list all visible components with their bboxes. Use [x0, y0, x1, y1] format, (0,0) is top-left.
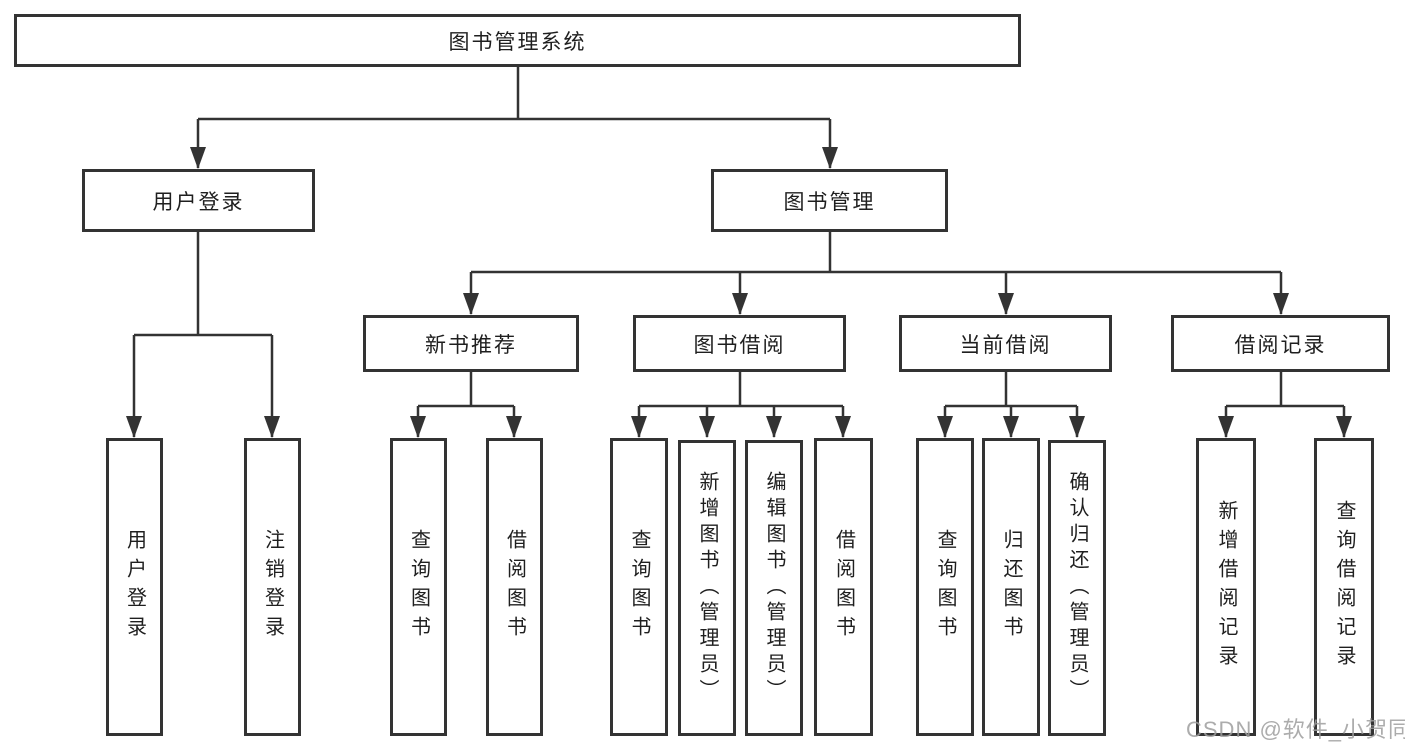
leaf-records-add-label: 新增借阅记录	[1215, 500, 1237, 674]
node-current-borrow: 当前借阅	[899, 315, 1112, 372]
leaf-current-confirm-admin-label: 确认归还（管理员）	[1066, 471, 1088, 705]
leaf-borrow-edit-admin-label: 编辑图书（管理员）	[763, 471, 785, 705]
node-borrow-records: 借阅记录	[1171, 315, 1390, 372]
leaf-current-query: 查询图书	[916, 438, 974, 736]
node-root-library-system: 图书管理系统	[14, 14, 1021, 67]
leaf-logout-label: 注销登录	[261, 529, 284, 645]
node-current-borrow-label: 当前借阅	[959, 333, 1052, 357]
node-book-borrow: 图书借阅	[633, 315, 846, 372]
node-book-management-label: 图书管理	[783, 190, 876, 214]
node-borrow-records-label: 借阅记录	[1234, 333, 1327, 357]
node-user-login: 用户登录	[82, 169, 315, 232]
leaf-borrow-edit-admin: 编辑图书（管理员）	[745, 440, 803, 736]
leaf-current-return-label: 归还图书	[1000, 529, 1022, 645]
node-new-book-recommend: 新书推荐	[363, 315, 579, 372]
csdn-watermark: CSDN @软件_小贺同学	[1186, 717, 1405, 742]
leaf-current-query-label: 查询图书	[934, 529, 956, 645]
leaf-records-query-label: 查询借阅记录	[1333, 500, 1355, 674]
node-book-management: 图书管理	[711, 169, 948, 232]
leaf-current-confirm-admin: 确认归还（管理员）	[1048, 440, 1106, 736]
leaf-newbooks-query-label: 查询图书	[407, 529, 430, 645]
leaf-borrow-add-admin: 新增图书（管理员）	[678, 440, 736, 736]
leaf-borrow-query: 查询图书	[610, 438, 668, 736]
leaf-newbooks-borrow: 借阅图书	[486, 438, 543, 736]
leaf-user-login: 用户登录	[106, 438, 163, 736]
leaf-records-query: 查询借阅记录	[1314, 438, 1374, 736]
leaf-logout: 注销登录	[244, 438, 301, 736]
leaf-borrow-borrow-label: 借阅图书	[832, 529, 855, 645]
leaf-user-login-label: 用户登录	[123, 529, 146, 645]
leaf-borrow-add-admin-label: 新增图书（管理员）	[696, 471, 718, 705]
node-book-borrow-label: 图书借阅	[693, 333, 786, 357]
node-root-label: 图书管理系统	[448, 30, 587, 54]
leaf-newbooks-borrow-label: 借阅图书	[503, 529, 526, 645]
leaf-newbooks-query: 查询图书	[390, 438, 447, 736]
leaf-borrow-query-label: 查询图书	[628, 529, 650, 645]
node-new-book-recommend-label: 新书推荐	[425, 333, 517, 357]
leaf-records-add: 新增借阅记录	[1196, 438, 1256, 736]
node-user-login-label: 用户登录	[152, 190, 245, 214]
leaf-borrow-borrow: 借阅图书	[814, 438, 873, 736]
leaf-current-return: 归还图书	[982, 438, 1040, 736]
